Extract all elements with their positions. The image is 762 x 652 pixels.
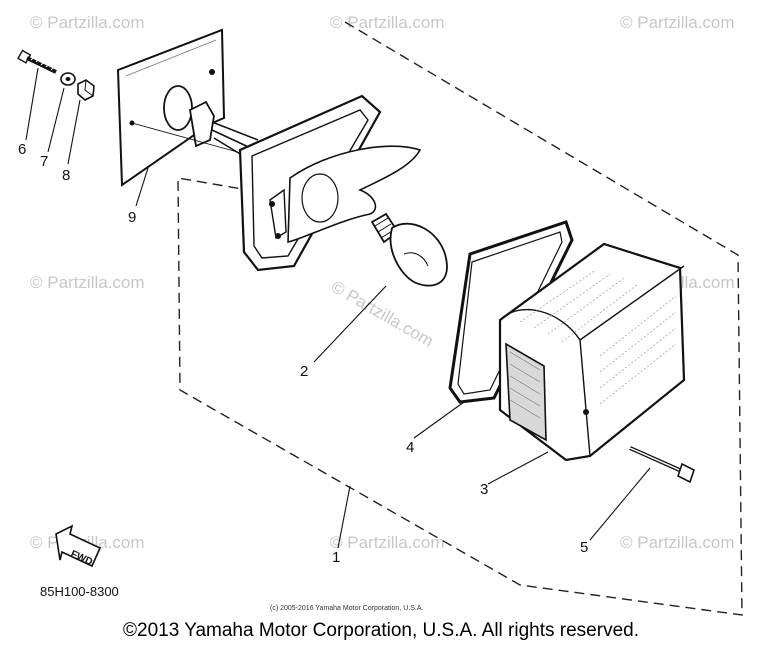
callout-5: 5 [580,539,588,556]
callout-2: 2 [300,363,308,380]
callout-4: 4 [406,439,414,456]
watermark: © Partzilla.com [30,273,145,292]
part-3-lens [498,242,686,462]
copyright-footer: ©2013 Yamaha Motor Corporation, U.S.A. A… [123,620,639,641]
watermark: © Partzilla.com [30,13,145,32]
leader-lines [25,67,651,549]
callout-3: 3 [480,481,488,498]
callout-6: 6 [18,141,26,158]
callout-8: 8 [62,167,70,184]
part-7-washer [60,72,76,86]
assembly-boundary [177,21,743,616]
callout-7: 7 [40,153,48,170]
watermark: © Partzilla.com [330,533,445,552]
callout-9: 9 [128,209,136,226]
watermark: © Partzilla.com [620,533,735,552]
part-2-bulb [370,212,448,287]
part-9-bracket [116,28,259,187]
watermark: © Partzilla.com [330,13,445,32]
part-4-gasket [448,220,574,404]
part-6-bolt [17,49,57,74]
watermark: © Partzilla.com [620,13,735,32]
diagram-part-number: 85H100-8300 [40,584,119,599]
part-5-screw [629,446,695,484]
part-8-nut [77,79,95,101]
callout-1: 1 [332,549,340,566]
watermark-large: © Partzilla.com [328,277,437,351]
lamp-base [238,94,422,272]
inner-copyright: (c) 2005-2016 Yamaha Motor Corporation, … [270,605,423,612]
